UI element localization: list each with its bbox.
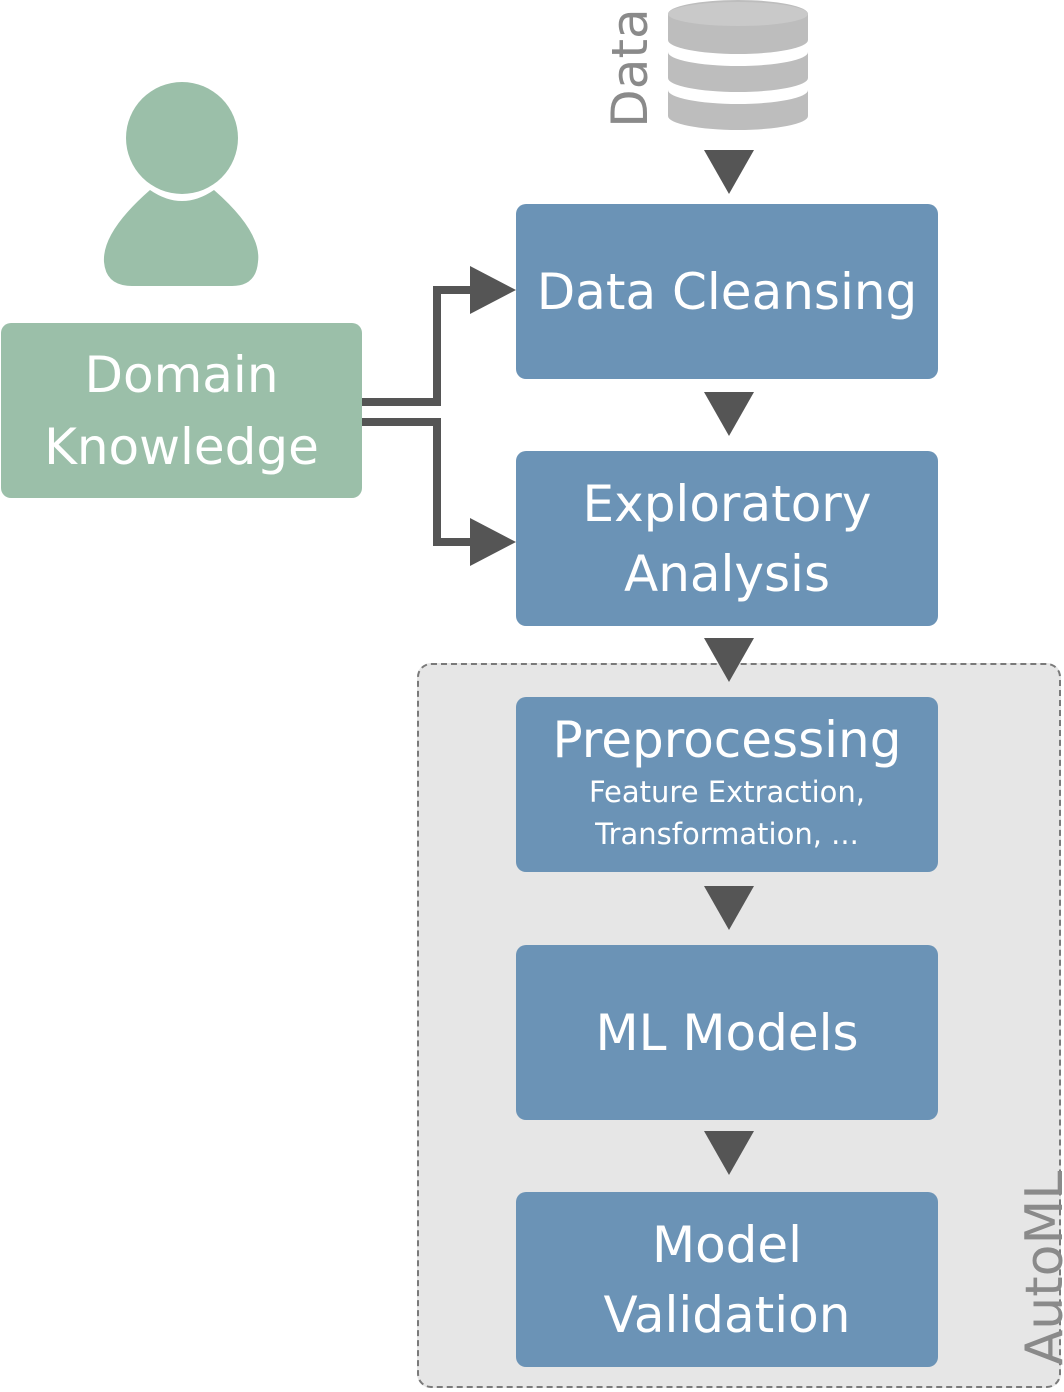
step-preprocessing-sub1: Feature Extraction, — [588, 774, 866, 809]
person-icon — [103, 82, 259, 286]
step-exploratory-analysis: Exploratory Analysis — [516, 451, 938, 626]
arrow-ml-models-to-validation — [704, 1131, 754, 1175]
domain-knowledge-line1: Domain — [84, 345, 279, 404]
arrow-cleansing-to-exploratory — [704, 392, 754, 436]
step-preprocessing-sub2: Transformation, ... — [595, 816, 859, 851]
flow-arrows — [704, 150, 754, 1175]
step-ml-models-label: ML Models — [595, 1003, 859, 1062]
arrow-exploratory-to-preprocessing — [704, 638, 754, 682]
arrow-data-to-cleansing — [704, 150, 754, 194]
arrow-preprocessing-to-ml-models — [704, 886, 754, 930]
data-label: Data — [601, 8, 659, 128]
step-model-validation-line2: Validation — [603, 1285, 851, 1344]
step-data-cleansing: Data Cleansing — [516, 204, 938, 379]
step-data-cleansing-label: Data Cleansing — [536, 262, 918, 321]
arrow-to-data-cleansing — [470, 266, 516, 314]
arrow-to-exploratory-analysis — [470, 518, 516, 566]
step-preprocessing: Preprocessing Feature Extraction, Transf… — [516, 697, 938, 872]
domain-connectors — [362, 286, 478, 546]
domain-knowledge-box: Domain Knowledge — [1, 323, 362, 498]
database-icon — [668, 0, 808, 130]
step-model-validation: Model Validation — [516, 1192, 938, 1367]
step-exploratory-analysis-line1: Exploratory — [582, 474, 872, 533]
step-exploratory-analysis-line2: Analysis — [623, 544, 830, 603]
domain-arrowheads — [470, 266, 516, 566]
step-ml-models: ML Models — [516, 945, 938, 1120]
step-preprocessing-label: Preprocessing — [552, 710, 902, 769]
step-model-validation-line1: Model — [651, 1215, 803, 1274]
domain-knowledge-line2: Knowledge — [44, 417, 319, 476]
